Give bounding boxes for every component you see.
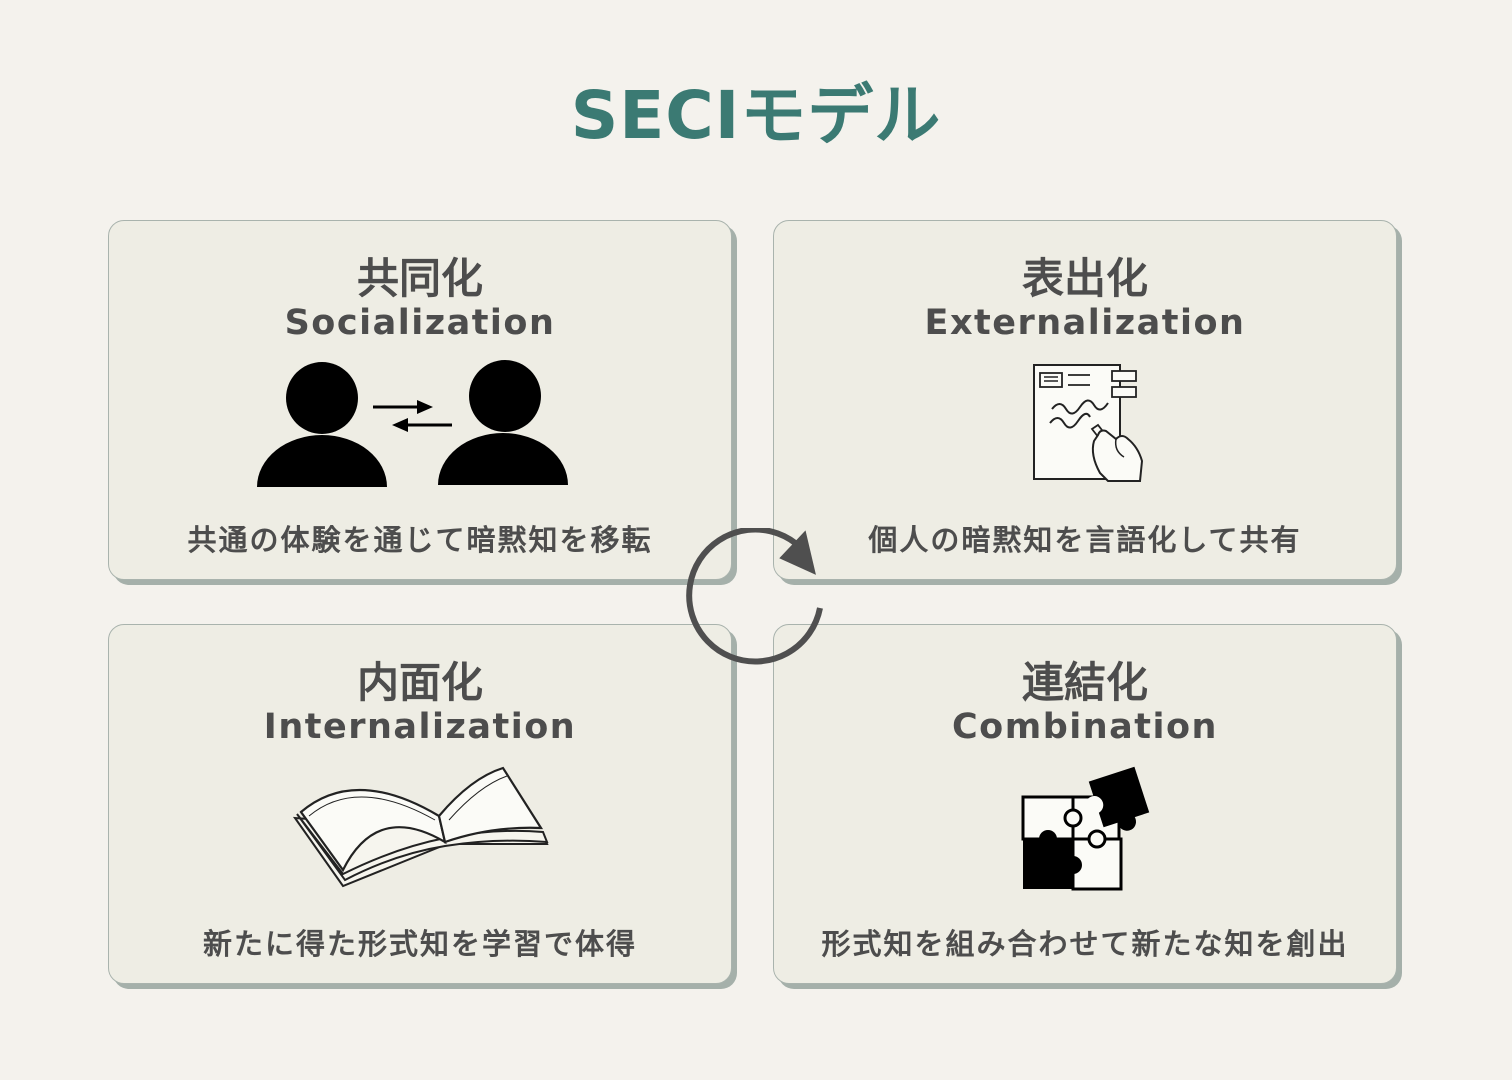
card-description: 共通の体験を通じて暗黙知を移転 <box>187 523 653 557</box>
puzzle-pieces-icon <box>774 763 1396 893</box>
hand-writing-document-icon <box>774 359 1396 489</box>
card-description: 形式知を組み合わせて新たな知を創出 <box>821 927 1349 961</box>
card-title-en: Internalization <box>263 707 577 747</box>
card-title-en: Combination <box>952 707 1218 747</box>
card-title-jp: 連結化 <box>1021 658 1148 707</box>
card-description: 新たに得た形式知を学習で体得 <box>202 927 637 961</box>
circular-arrow-icon <box>676 526 836 688</box>
combination-card: 連結化 Combination 形式知を組み合わせて新たな知を創出 <box>773 624 1397 984</box>
card-title-en: Socialization <box>284 303 556 343</box>
open-book-icon <box>109 763 731 893</box>
two-people-exchange-icon <box>109 359 731 489</box>
internalization-card: 内面化 Internalization 新たに得た形式知を学習で体得 <box>108 624 732 984</box>
page-title: SECIモデル <box>570 77 942 154</box>
externalization-card: 表出化 Externalization 個人の暗黙知を言語化して共有 <box>773 220 1397 580</box>
card-description: 個人の暗黙知を言語化して共有 <box>868 523 1302 557</box>
card-title-en: Externalization <box>924 303 1246 343</box>
card-title-jp: 表出化 <box>1021 254 1148 303</box>
socialization-card: 共同化 Socialization 共通の体験を通じて暗黙知を移転 <box>108 220 732 580</box>
card-title-jp: 内面化 <box>356 658 483 707</box>
card-title-jp: 共同化 <box>356 254 483 303</box>
